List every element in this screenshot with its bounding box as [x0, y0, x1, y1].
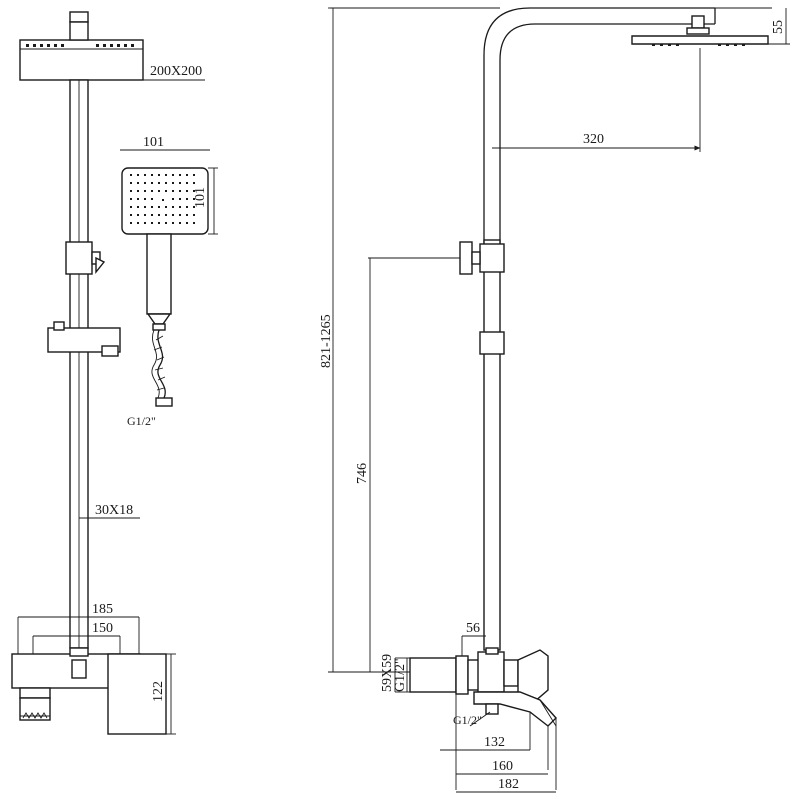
hose [157, 329, 166, 399]
spout-132-label: 132 [484, 735, 505, 750]
mixer-width-label: 185 [92, 602, 113, 617]
upper-pipe [483, 7, 715, 250]
spout-182-label: 182 [498, 777, 519, 792]
side-view: 821-1265 55 320 [319, 7, 790, 793]
mixer-inner-label: 150 [92, 621, 113, 636]
pipe-offset-label: 56 [466, 621, 480, 636]
flange-size-label: 59X59 [380, 654, 395, 692]
wall-flange [455, 655, 469, 695]
rail-top [69, 21, 89, 41]
head-mount [69, 11, 89, 23]
hose-thread-label: G1/2" [127, 414, 156, 428]
head-thickness-label: 55 [771, 20, 786, 34]
lower-pipe [483, 239, 501, 651]
head-nozzles [26, 44, 134, 47]
slider-side [479, 331, 505, 355]
total-height-label: 821-1265 [319, 314, 334, 368]
hand-height-label: 101 [193, 187, 208, 208]
holder-side [459, 241, 473, 275]
mixer-height-label: 122 [151, 681, 166, 702]
spout-160-label: 160 [492, 759, 513, 774]
rail-section-label: 30X18 [95, 503, 133, 518]
rain-head-side [631, 35, 769, 45]
spout-front [19, 697, 51, 721]
spout-thread-label: G1/2" [453, 713, 482, 727]
holder-lever [95, 256, 106, 274]
mixer-handle-front [107, 653, 167, 735]
holder-upper [65, 241, 93, 275]
hand-width-label: 101 [143, 135, 164, 150]
inlet-thread-label: G1/2" [393, 658, 408, 692]
head-side-nozzles [652, 44, 745, 46]
front-view: 200X200 30X18 101 101 [11, 11, 218, 735]
hose-connector [155, 397, 173, 407]
mixer-body-side [477, 651, 505, 693]
arm-length-label: 320 [583, 132, 604, 147]
outlet-height-label: 746 [355, 463, 370, 484]
hand-nozzles [130, 174, 195, 224]
hand-shower-handle [146, 233, 172, 315]
head-size-label: 200X200 [150, 64, 202, 79]
